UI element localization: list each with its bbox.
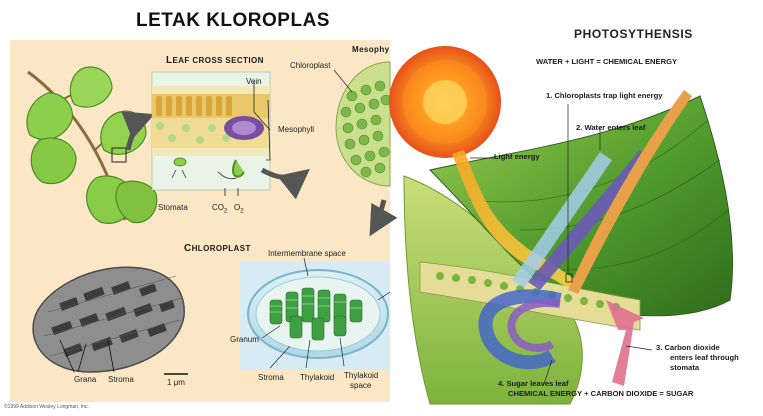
copyright-text: ©1999 Addison Wesley Longman, Inc. xyxy=(4,405,89,410)
step-3-label-line2: enters leaf through xyxy=(670,354,739,362)
scale-bar-label: 1 μm xyxy=(167,379,185,387)
intermembrane-space-label: Intermembrane space xyxy=(268,250,346,258)
chloroplast-heading: CHLOROPLAST xyxy=(184,244,251,254)
stomata-label: Stomata xyxy=(158,204,188,212)
stroma-label-right: Stroma xyxy=(258,374,284,382)
leaf-cross-section-illustration xyxy=(152,72,270,196)
sun-illustration xyxy=(389,46,501,158)
left-panel-art xyxy=(10,40,391,402)
light-energy-label: Light energy xyxy=(494,153,540,161)
chloroplast-3d-illustration xyxy=(240,258,390,370)
step-3-label-line1: 3. Carbon dioxide xyxy=(656,344,720,352)
step-1-label: 1. Chloroplasts trap light energy xyxy=(546,92,662,100)
chloroplast-label: Chloroplast xyxy=(290,62,330,70)
stroma-label-left: Stroma xyxy=(108,376,134,384)
granum-label: Granum xyxy=(230,336,259,344)
right-panel-title: PHOTOSYTHENSIS xyxy=(574,28,693,40)
thylakoid-space-label-line2: space xyxy=(350,382,371,390)
vein-label: Vein xyxy=(246,78,262,86)
step-3-label-line3: stomata xyxy=(670,364,699,372)
thylakoid-label: Thylakoid xyxy=(300,374,334,382)
step-4-label: 4. Sugar leaves leaf xyxy=(498,380,569,388)
equation-top: WATER + LIGHT = CHEMICAL ENERGY xyxy=(536,58,677,66)
o2-label: O2 xyxy=(234,204,244,215)
mesophyll-label: Mesophyll xyxy=(278,126,314,134)
equation-bottom: CHEMICAL ENERGY + CARBON DIOXIDE = SUGAR xyxy=(508,390,693,398)
grana-label: Grana xyxy=(74,376,96,384)
mesophyll-heading: Mesophy xyxy=(352,46,389,54)
leaf-cross-section-heading: LEAF CROSS SECTION xyxy=(166,56,264,66)
co2-label: CO2 xyxy=(212,204,227,215)
thylakoid-space-label-line1: Thylakoid xyxy=(344,372,378,380)
step-2-label: 2. Water enters leaf xyxy=(576,124,645,132)
left-panel-title: LETAK KLOROPLAS xyxy=(136,11,330,30)
